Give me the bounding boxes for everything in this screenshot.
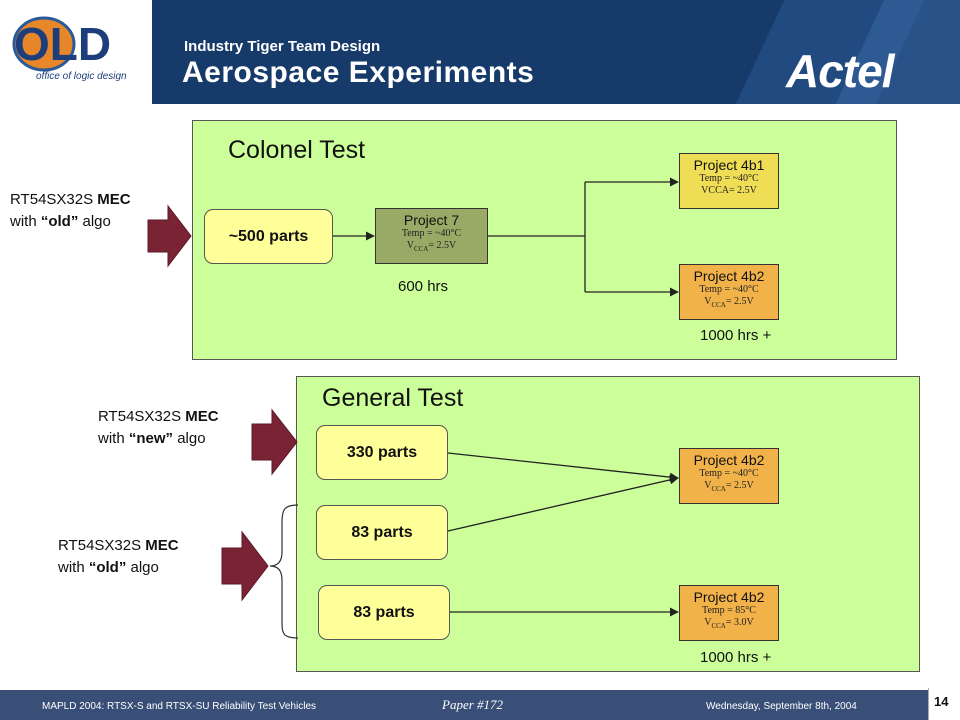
input-arrow-general-old (221, 530, 269, 602)
logo-letters: OLD (14, 18, 111, 70)
parts-330-box: 330 parts (316, 425, 448, 480)
project4-hours: 1000 hrs + (700, 327, 772, 344)
slide-subtitle: Industry Tiger Team Design (184, 38, 381, 55)
project4b2-general-box-a: Project 4b2 Temp = ~40°C VCCA= 2.5V (679, 448, 779, 504)
with-text: with (58, 559, 89, 576)
old-logo-graphic: OLD (12, 16, 111, 72)
general-hours: 1000 hrs + (700, 649, 772, 666)
connector-83a-to-project4b2 (447, 475, 679, 532)
device-name: RT54SX32S (58, 537, 146, 554)
project4b2-general-box-b: Project 4b2 Temp = 85°C VCCA= 3.0V (679, 585, 779, 641)
general-test-title: General Test (322, 384, 464, 412)
colonel-test-title: Colonel Test (228, 136, 366, 164)
input-arrow-general-new (251, 408, 298, 476)
logo-subtext: office of logic design (36, 71, 127, 82)
parts-500-box: ~500 parts (204, 209, 333, 264)
project7-hours: 600 hrs (398, 278, 449, 295)
project7-vcca: VCCA= 2.5V (406, 240, 457, 253)
algo-text: algo (173, 430, 206, 447)
project4b2-name: Project 4b2 (693, 452, 765, 468)
algo-text: algo (78, 213, 111, 230)
footer-paper-number: Paper #172 (442, 697, 504, 712)
input-arrow-colonel-old (147, 204, 192, 268)
project4b2-temp: Temp = ~40°C (699, 284, 759, 295)
algo-text: algo (126, 559, 159, 576)
general-new-input-label: RT54SX32S MEC with “new” algo (98, 406, 219, 450)
project4b1-name: Project 4b1 (693, 157, 765, 173)
project4b2-name: Project 4b2 (693, 589, 765, 605)
with-text: with (98, 430, 129, 447)
project4b2-temp: Temp = ~40°C (699, 468, 759, 479)
project7-temp: Temp = ~40°C (401, 228, 462, 239)
project4b2-vcca: VCCA= 2.5V (704, 480, 754, 493)
project4b2-vcca: VCCA= 2.5V (704, 296, 754, 309)
general-old-input-label: RT54SX32S MEC with “old” algo (58, 535, 179, 579)
project4b2-name: Project 4b2 (693, 268, 765, 284)
actel-logo: Actel (786, 45, 894, 97)
footer-date: Wednesday, September 8th, 2004 (706, 701, 857, 712)
slide-title: Aerospace Experiments (182, 56, 535, 89)
algo-word: “new” (128, 430, 174, 447)
connector-330-to-project4b2 (447, 452, 679, 482)
slide-header (0, 0, 960, 104)
old-logo: OLD office of logic design (0, 0, 152, 104)
mec-label: MEC (185, 408, 219, 425)
colonel-input-label: RT54SX32S MEC with “old” algo (10, 189, 131, 233)
algo-word: “old” (88, 559, 127, 576)
parts-83-box-b: 83 parts (318, 585, 450, 640)
page-number: 14 (934, 694, 949, 709)
old-algo-brace (269, 504, 299, 639)
device-name: RT54SX32S (10, 191, 98, 208)
project4b2-temp: Temp = 85°C (702, 605, 756, 616)
project4b2-colonel-box: Project 4b2 Temp = ~40°C VCCA= 2.5V (679, 264, 779, 320)
project4b1-box: Project 4b1 Temp = ~40°C VCCA= 2.5V (679, 153, 779, 209)
footer-conference: MAPLD 2004: RTSX-S and RTSX-SU Reliabili… (42, 701, 317, 712)
page-number-box (928, 688, 960, 720)
algo-word: “old” (40, 213, 79, 230)
slide-footer (0, 690, 960, 720)
device-name: RT54SX32S (98, 408, 186, 425)
mec-label: MEC (97, 191, 131, 208)
project7-name: Project 7 (403, 212, 460, 228)
project4b1-temp: Temp = ~40°C (699, 173, 759, 184)
with-text: with (10, 213, 41, 230)
project4b2-vcca: VCCA= 3.0V (704, 617, 754, 630)
mec-label: MEC (145, 537, 179, 554)
project4b1-vcca: VCCA= 2.5V (701, 185, 757, 196)
project7-box: Project 7 Temp = ~40°C VCCA= 2.5V (375, 208, 488, 264)
parts-83-box-a: 83 parts (316, 505, 448, 560)
